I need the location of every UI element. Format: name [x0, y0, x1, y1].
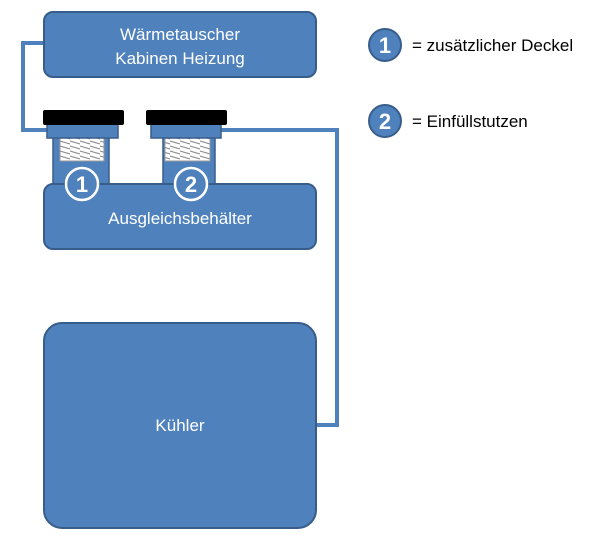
heat-exchanger-label-line2: Kabinen Heizung — [115, 49, 244, 68]
svg-text:1: 1 — [76, 172, 88, 197]
cap-2 — [146, 110, 227, 125]
expansion-tank-label: Ausgleichsbehälter — [108, 209, 252, 228]
svg-text:1: 1 — [379, 33, 391, 58]
marker-1: 1 — [64, 166, 100, 202]
svg-text:2: 2 — [185, 172, 197, 197]
pipe-left — [21, 41, 47, 132]
pipe-right — [221, 128, 339, 427]
legend-marker-2 — [368, 104, 402, 138]
heat-exchanger-label-line1: Wärmetauscher — [120, 25, 240, 44]
cap-1 — [43, 110, 124, 125]
legend-item-2: 2 = Einfüllstutzen — [368, 104, 528, 138]
legend-item-1: 1 = zusätzlicher Deckel — [368, 28, 573, 62]
heat-exchanger-box: Wärmetauscher Kabinen Heizung — [43, 11, 317, 78]
legend-text-2: = Einfüllstutzen — [412, 112, 528, 131]
collar-2 — [150, 123, 222, 139]
collar-1 — [46, 123, 119, 139]
expansion-tank-box: Ausgleichsbehälter — [43, 183, 317, 250]
marker-2: 2 — [173, 166, 209, 202]
legend-marker-1 — [368, 28, 402, 62]
radiator-label: Kühler — [155, 416, 204, 435]
legend-text-1: = zusätzlicher Deckel — [412, 36, 573, 55]
radiator-box: Kühler — [43, 322, 317, 529]
svg-text:2: 2 — [379, 109, 391, 134]
